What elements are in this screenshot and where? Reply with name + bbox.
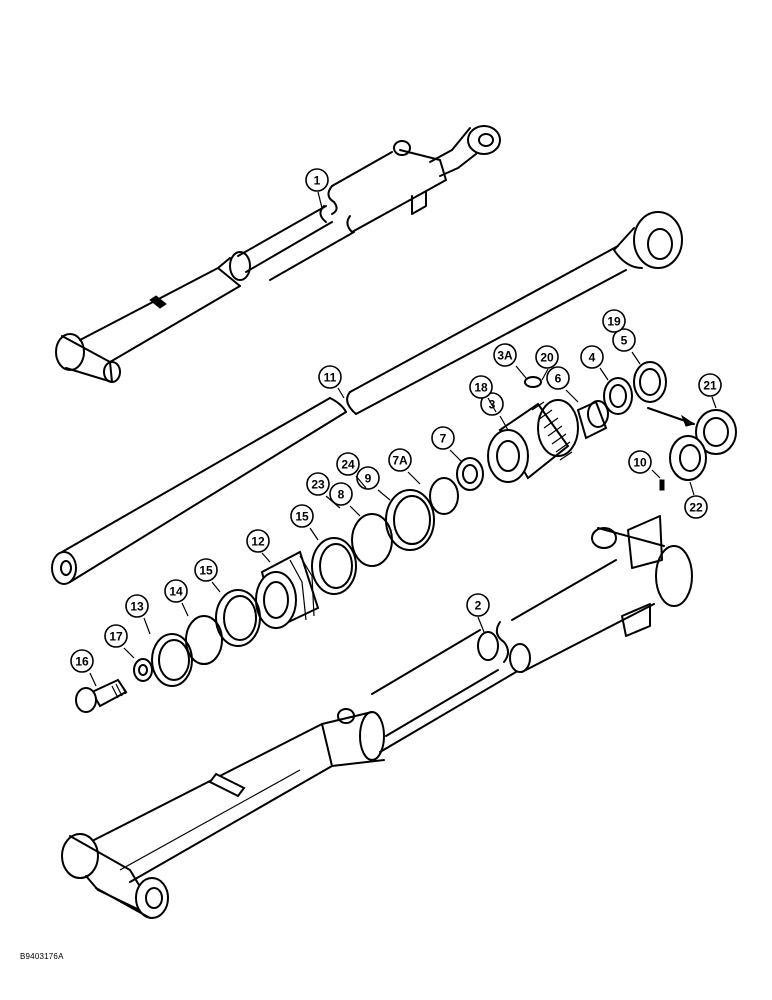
callout-label: 21 xyxy=(703,379,717,393)
callout-label: 12 xyxy=(251,535,265,549)
callout-leader xyxy=(261,552,271,563)
callout-label: 7A xyxy=(392,454,408,468)
callout-label: 20 xyxy=(540,351,554,365)
callout-circle xyxy=(580,345,604,369)
callout-circle xyxy=(698,373,722,397)
callout-label: 9 xyxy=(365,472,372,486)
callout-leader xyxy=(181,602,189,617)
callout-leader xyxy=(515,365,527,379)
callout-circle xyxy=(329,482,353,506)
callout-circle xyxy=(246,529,270,553)
callout-leader xyxy=(407,471,421,485)
callout-leader xyxy=(211,581,221,593)
callout-label: 19 xyxy=(607,315,621,329)
callout-leader xyxy=(309,527,319,541)
callout-leader xyxy=(651,469,661,479)
callout-circle xyxy=(469,375,493,399)
gland-assembly xyxy=(351,361,737,567)
callout-circle xyxy=(318,365,342,389)
callout-circle xyxy=(336,452,360,476)
callout-leader xyxy=(541,368,549,381)
callout-label: 15 xyxy=(199,564,213,578)
callout-circle xyxy=(194,558,218,582)
callout-circle xyxy=(70,649,94,673)
callout-label: 23 xyxy=(311,478,325,492)
callout-leader xyxy=(355,475,367,489)
callout-label: 22 xyxy=(689,501,703,515)
callout-leader xyxy=(89,672,97,687)
callout-circle xyxy=(466,593,490,617)
callout-label: 5 xyxy=(621,334,628,348)
callout-circle xyxy=(290,504,314,528)
callout-label: 16 xyxy=(75,655,89,669)
callout-circle xyxy=(104,624,128,648)
callout-label: 10 xyxy=(633,456,647,470)
callout-circle xyxy=(546,366,570,390)
callout-leader xyxy=(123,647,135,659)
callout-circle xyxy=(684,495,708,519)
callout-leader xyxy=(565,389,579,403)
callout-leader xyxy=(689,481,695,496)
callout-leader xyxy=(711,396,717,409)
callout-leader xyxy=(599,367,609,381)
callout-label: 3A xyxy=(497,349,513,363)
callout-label: 13 xyxy=(130,600,144,614)
piston-rod xyxy=(51,211,683,585)
callout-leader xyxy=(377,489,391,501)
cylinder-barrel xyxy=(61,479,693,919)
callout-leader xyxy=(349,505,361,517)
callout-label: 8 xyxy=(338,488,345,502)
callout-circle xyxy=(431,426,455,450)
callout-label: 6 xyxy=(555,372,562,386)
callout-group: 1 23 3A 4 5 6 7 7A 8 9 10 11 12 13 14 15 15 16 17 18 19 20 21 2… xyxy=(70,168,722,687)
callout-circle xyxy=(388,448,412,472)
callout-label: 11 xyxy=(324,371,337,385)
piston-assembly xyxy=(75,537,357,713)
callout-circle xyxy=(305,168,329,192)
callout-circle xyxy=(535,345,559,369)
callout-label: 4 xyxy=(589,351,596,365)
callout-leader xyxy=(449,449,463,463)
callout-label: 24 xyxy=(341,458,355,472)
callout-circle xyxy=(164,579,188,603)
callout-label: 2 xyxy=(475,599,482,613)
callout-leader xyxy=(317,191,323,209)
callout-leader xyxy=(631,351,641,365)
callout-circle xyxy=(306,472,330,496)
callout-label: 1 xyxy=(314,174,321,188)
callout-circle xyxy=(602,309,626,333)
callout-leader xyxy=(477,616,485,633)
callout-circle xyxy=(628,450,652,474)
callout-leader xyxy=(487,397,497,413)
callout-label: 14 xyxy=(169,585,183,599)
assembled-cylinder-small xyxy=(55,125,501,383)
callout-label: 18 xyxy=(474,381,488,395)
callout-leader xyxy=(143,617,151,635)
callout-circle xyxy=(125,594,149,618)
callout-label: 15 xyxy=(295,510,309,524)
callout-label: 7 xyxy=(440,432,447,446)
callout-circle xyxy=(612,328,636,352)
callout-leader xyxy=(499,415,509,431)
callout-circle xyxy=(493,343,517,367)
callout-leader xyxy=(325,495,341,509)
figure-code: B9403176A xyxy=(20,952,64,961)
callout-label: 17 xyxy=(109,630,123,644)
callout-leader xyxy=(337,387,345,399)
